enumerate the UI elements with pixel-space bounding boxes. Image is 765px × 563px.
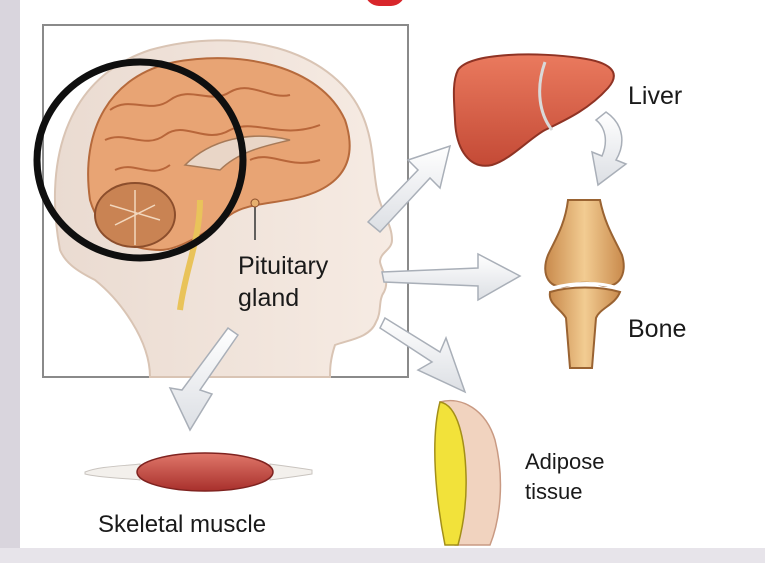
adipose-illustration bbox=[435, 401, 501, 545]
arrow-liver-to-bone bbox=[592, 112, 626, 185]
skeletal-muscle-illustration bbox=[85, 453, 312, 491]
liver-label: Liver bbox=[628, 82, 682, 111]
bone-label: Bone bbox=[628, 315, 686, 344]
head-panel bbox=[43, 25, 408, 377]
liver-illustration bbox=[454, 54, 614, 165]
pituitary-gland-label: Pituitary gland bbox=[238, 250, 328, 314]
adipose-tissue-label: Adipose tissue bbox=[525, 447, 605, 507]
bone-illustration bbox=[545, 200, 624, 368]
skeletal-muscle-label: Skeletal muscle bbox=[98, 510, 266, 539]
